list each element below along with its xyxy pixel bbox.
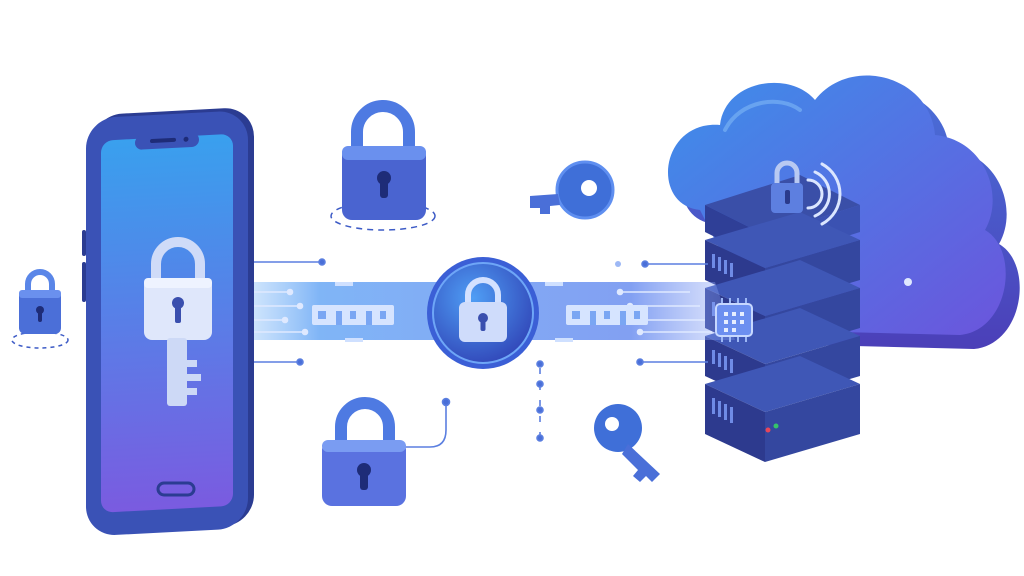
padlock-icon — [459, 277, 507, 342]
smartphone-icon — [82, 108, 254, 535]
central-lock-hub — [427, 257, 539, 369]
padlock-icon — [144, 237, 212, 340]
key-icon — [530, 160, 615, 220]
key-icon — [312, 305, 394, 325]
padlock-icon — [330, 100, 436, 231]
key-icon — [594, 404, 660, 482]
server-unit — [705, 356, 860, 462]
padlock-icon — [11, 269, 69, 349]
padlock-icon — [771, 160, 803, 213]
microchip-icon — [715, 298, 753, 342]
status-led-green — [773, 423, 779, 429]
status-led-red — [765, 427, 771, 433]
key-icon — [167, 338, 201, 406]
key-icon — [566, 305, 648, 325]
wifi-signal-icon — [806, 162, 842, 226]
padlock-icon — [322, 397, 406, 506]
